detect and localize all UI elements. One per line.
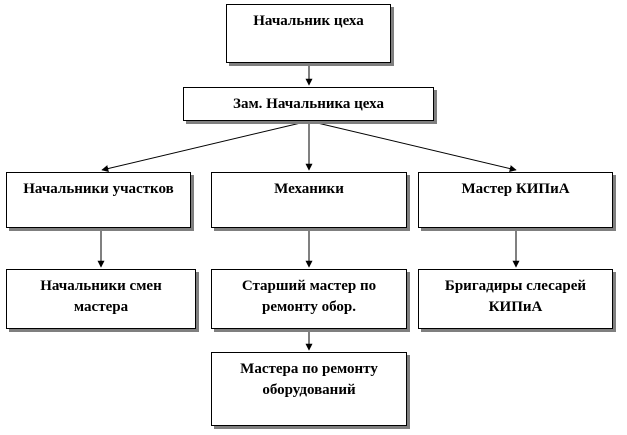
node-kipia-master-label: Мастер КИПиА xyxy=(461,181,570,197)
node-section-heads-label: Начальники участков xyxy=(23,181,174,197)
node-mechanics: Механики xyxy=(211,172,407,228)
node-senior-repair-master: Старший мастер по ремонту обор. xyxy=(211,269,407,329)
node-equipment-repair-masters: Мастера по ремонту оборудований xyxy=(211,352,407,426)
node-shop-head: Начальник цеха xyxy=(226,4,391,63)
node-section-heads: Начальники участков xyxy=(6,172,191,228)
node-deputy-head-label: Зам. Начальника цеха xyxy=(233,95,384,112)
node-shop-head-label: Начальник цеха xyxy=(253,13,364,29)
node-equipment-repair-masters-label: Мастера по ремонту оборудований xyxy=(240,361,378,398)
node-deputy-head: Зам. Начальника цеха xyxy=(183,87,434,121)
node-shift-heads-label: Начальники смен мастера xyxy=(40,278,162,315)
node-shift-heads: Начальники смен мастера xyxy=(6,269,196,329)
node-mechanics-label: Механики xyxy=(274,181,344,197)
connector-deputy-to-kipia-master xyxy=(308,120,517,172)
node-kipia-master: Мастер КИПиА xyxy=(418,172,613,228)
node-kipia-fitter-foremen: Бригадиры слесарей КИПиА xyxy=(418,269,613,329)
node-kipia-fitter-foremen-label: Бригадиры слесарей КИПиА xyxy=(444,278,587,315)
connector-deputy-to-section-heads xyxy=(101,120,310,172)
node-senior-repair-master-label: Старший мастер по ремонту обор. xyxy=(241,278,377,315)
